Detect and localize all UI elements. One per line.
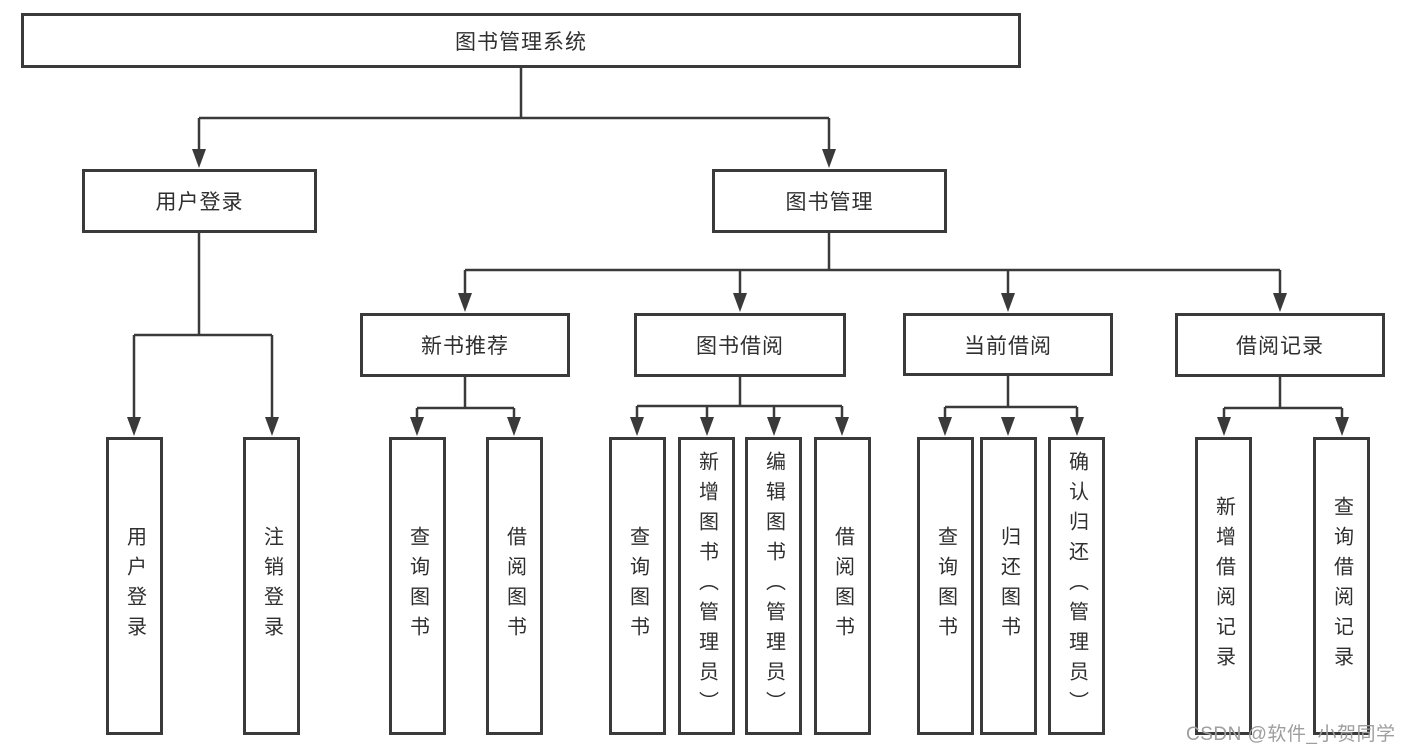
arrowheads [127,149,1349,436]
watermark: CSDN @软件_小贺同学 [1186,724,1396,745]
node-label: 借阅记录 [1236,335,1324,358]
node-label: 查询图书 [934,526,957,646]
arrowhead-icon [1001,293,1015,312]
node-label: 当前借阅 [964,334,1052,358]
arrowhead-icon [630,417,644,436]
arrowhead-icon [265,417,279,436]
node-label: 编辑图书（管理员） [762,451,785,721]
arrowhead-icon [938,417,952,436]
node-label: 用户登录 [123,526,146,646]
arrowhead-icon [507,417,521,436]
leaf-add-borrow-record: 新增借阅记录 [1195,437,1252,735]
node-book-management: 图书管理 [712,169,947,233]
leaf-query-books-current: 查询图书 [917,437,974,735]
arrowhead-icon [1001,417,1015,436]
leaf-logout-login: 注销登录 [243,437,300,735]
node-label: 借阅图书 [831,526,854,646]
node-label: 查询图书 [626,526,649,646]
leaf-query-books-recommend: 查询图书 [389,437,446,735]
node-label: 查询借阅记录 [1330,496,1353,676]
leaf-add-books-admin: 新增图书（管理员） [678,437,735,735]
node-current-borrowing: 当前借阅 [903,313,1113,376]
node-label: 确认归还（管理员） [1065,451,1088,721]
node-user-login: 用户登录 [82,169,317,233]
node-label: 图书管理 [785,191,874,214]
arrowhead-icon [822,149,836,168]
arrowhead-icon [835,417,849,436]
arrowhead-icon [1217,417,1231,436]
node-label: 注销登录 [260,526,283,646]
arrowhead-icon [1273,293,1287,312]
leaf-user-login: 用户登录 [106,437,163,735]
leaf-borrow-books-recommend: 借阅图书 [486,437,543,735]
arrowhead-icon [700,417,714,436]
node-new-book-recommendation: 新书推荐 [360,313,570,377]
node-label: 用户登录 [155,191,244,214]
leaf-borrow-books-borrowing: 借阅图书 [814,437,871,735]
node-label: 新增图书（管理员） [695,451,718,721]
leaf-query-books-borrowing: 查询图书 [609,437,666,735]
arrowhead-icon [192,149,206,168]
leaf-query-borrow-record: 查询借阅记录 [1313,437,1370,735]
leaf-return-books: 归还图书 [980,437,1037,735]
node-label: 图书借阅 [696,335,784,358]
node-label: 归还图书 [997,526,1020,646]
node-label: 新增借阅记录 [1212,496,1235,676]
node-borrowing-records: 借阅记录 [1175,313,1385,377]
arrowhead-icon [767,417,781,436]
leaf-confirm-return-admin: 确认归还（管理员） [1048,437,1105,735]
node-label: 新书推荐 [421,335,509,358]
node-book-borrowing: 图书借阅 [634,313,846,377]
arrowhead-icon [1070,417,1084,436]
arrowhead-icon [127,417,141,436]
node-label: 图书管理系统 [455,30,587,54]
node-label: 查询图书 [406,526,429,646]
node-label: 借阅图书 [503,526,526,646]
node-library-management-system: 图书管理系统 [21,13,1021,68]
arrowhead-icon [458,293,472,312]
arrowhead-icon [1335,417,1349,436]
arrowhead-icon [410,417,424,436]
leaf-edit-books-admin: 编辑图书（管理员） [745,437,802,735]
arrowhead-icon [733,293,747,312]
connector-lines [132,68,1344,419]
